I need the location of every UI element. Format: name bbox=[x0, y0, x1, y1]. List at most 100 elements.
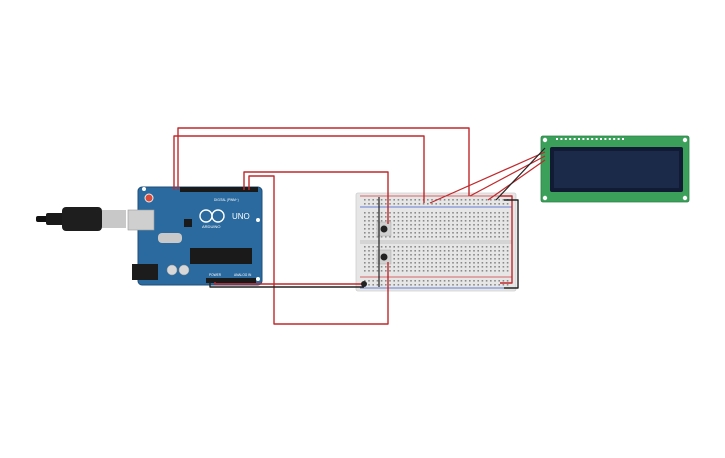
breadboard-hole bbox=[469, 224, 471, 226]
push-button-2[interactable] bbox=[376, 249, 392, 265]
wire-rail-positive-jumper[interactable] bbox=[500, 195, 513, 284]
breadboard-hole bbox=[460, 250, 463, 252]
breadboard-hole bbox=[452, 254, 454, 256]
breadboard-hole bbox=[490, 280, 492, 282]
breadboard-hole bbox=[393, 270, 395, 272]
wire-lcd-gnd[interactable] bbox=[495, 147, 546, 201]
breadboard-hole bbox=[485, 258, 488, 260]
breadboard-hole bbox=[473, 228, 475, 230]
breadboard-hole bbox=[435, 232, 437, 234]
breadboard-hole bbox=[456, 250, 458, 252]
breadboard-hole bbox=[368, 236, 370, 238]
power-analog-header bbox=[206, 278, 256, 283]
breadboard-hole bbox=[460, 266, 463, 268]
breadboard-hole bbox=[410, 284, 412, 286]
breadboard-hole bbox=[406, 232, 408, 234]
breadboard-hole bbox=[477, 284, 479, 286]
breadboard-hole bbox=[485, 220, 488, 222]
wire-lcd-scl[interactable] bbox=[469, 155, 546, 197]
breadboard-hole bbox=[422, 224, 425, 226]
breadboard-hole bbox=[364, 250, 366, 252]
breadboard-hole bbox=[368, 266, 370, 268]
breadboard-hole bbox=[368, 270, 370, 272]
breadboard-hole bbox=[427, 246, 429, 248]
lcd-pin bbox=[613, 138, 616, 140]
breadboard-hole bbox=[364, 280, 366, 282]
breadboard-hole bbox=[448, 246, 450, 248]
wire-to-button-2[interactable] bbox=[248, 175, 389, 325]
breadboard-hole bbox=[469, 270, 471, 272]
breadboard-hole bbox=[460, 228, 463, 230]
breadboard-hole bbox=[477, 220, 479, 222]
breadboard-hole bbox=[422, 220, 425, 222]
breadboard-hole bbox=[448, 224, 450, 226]
wire-loop-top-outer[interactable] bbox=[177, 127, 470, 196]
breadboard-hole bbox=[435, 266, 437, 268]
breadboard-hole bbox=[506, 224, 509, 226]
breadboard-hole bbox=[364, 266, 366, 268]
breadboard-hole bbox=[414, 262, 416, 264]
breadboard-hole bbox=[368, 228, 370, 230]
breadboard-hole bbox=[414, 216, 416, 218]
breadboard-hole bbox=[385, 284, 387, 286]
breadboard-hole bbox=[498, 220, 500, 222]
breadboard-hole bbox=[452, 228, 454, 230]
breadboard-hole bbox=[414, 203, 416, 205]
breadboard-hole bbox=[439, 220, 442, 222]
breadboard-hole bbox=[439, 199, 442, 201]
push-button-1[interactable] bbox=[376, 221, 392, 237]
wire-power[interactable] bbox=[214, 282, 364, 285]
breadboard-hole bbox=[498, 246, 500, 248]
breadboard-hole bbox=[481, 262, 484, 264]
breadboard-hole bbox=[364, 203, 366, 205]
lcd-display-16x2[interactable] bbox=[540, 135, 690, 203]
wire-loop-top-inner[interactable] bbox=[173, 135, 425, 203]
wire-ground[interactable] bbox=[209, 282, 364, 288]
breadboard-hole bbox=[481, 203, 484, 205]
breadboard-hole bbox=[485, 224, 488, 226]
wire-lcd-vcc[interactable] bbox=[487, 159, 546, 201]
wire-rail-negative-jumper[interactable] bbox=[504, 199, 519, 289]
breadboard-hole bbox=[473, 224, 475, 226]
breadboard-hole bbox=[410, 246, 412, 248]
breadboard-hole bbox=[393, 250, 395, 252]
reset-button[interactable] bbox=[144, 193, 154, 203]
breadboard-hole bbox=[414, 199, 416, 201]
breadboard-hole bbox=[452, 216, 454, 218]
breadboard-hole bbox=[364, 212, 366, 214]
breadboard-hole bbox=[477, 212, 479, 214]
breadboard-hole bbox=[435, 228, 437, 230]
breadboard-hole bbox=[368, 199, 370, 201]
lcd-pin bbox=[556, 138, 558, 140]
usb-cable[interactable] bbox=[36, 207, 126, 231]
breadboard-hole bbox=[473, 199, 475, 201]
breadboard-hole bbox=[427, 284, 429, 286]
breadboard-hole bbox=[372, 254, 374, 256]
breadboard-hole bbox=[452, 280, 454, 282]
breadboard-hole bbox=[502, 280, 505, 282]
breadboard[interactable] bbox=[355, 192, 517, 292]
breadboard-hole bbox=[473, 270, 475, 272]
wire-lcd-sda[interactable] bbox=[429, 151, 546, 204]
breadboard-hole bbox=[397, 266, 400, 268]
breadboard-hole bbox=[506, 212, 509, 214]
wire-to-button-1[interactable] bbox=[243, 171, 389, 224]
breadboard-hole bbox=[506, 284, 509, 286]
breadboard-hole bbox=[393, 224, 395, 226]
breadboard-hole bbox=[410, 232, 412, 234]
breadboard-hole bbox=[372, 250, 374, 252]
breadboard-hole bbox=[422, 280, 425, 282]
breadboard-hole bbox=[506, 262, 509, 264]
breadboard-hole bbox=[376, 203, 379, 205]
breadboard-hole bbox=[452, 224, 454, 226]
arduino-uno-board[interactable]: UNO ARDUINO DIGITAL (PWM~) POWER ANALOG … bbox=[127, 186, 263, 286]
mount-hole bbox=[542, 195, 548, 201]
breadboard-hole bbox=[393, 228, 395, 230]
breadboard-hole bbox=[422, 262, 425, 264]
breadboard-hole bbox=[498, 250, 500, 252]
breadboard-hole bbox=[385, 203, 387, 205]
breadboard-hole bbox=[422, 216, 425, 218]
breadboard-hole bbox=[456, 284, 458, 286]
breadboard-hole bbox=[418, 232, 421, 234]
breadboard-hole bbox=[448, 270, 450, 272]
